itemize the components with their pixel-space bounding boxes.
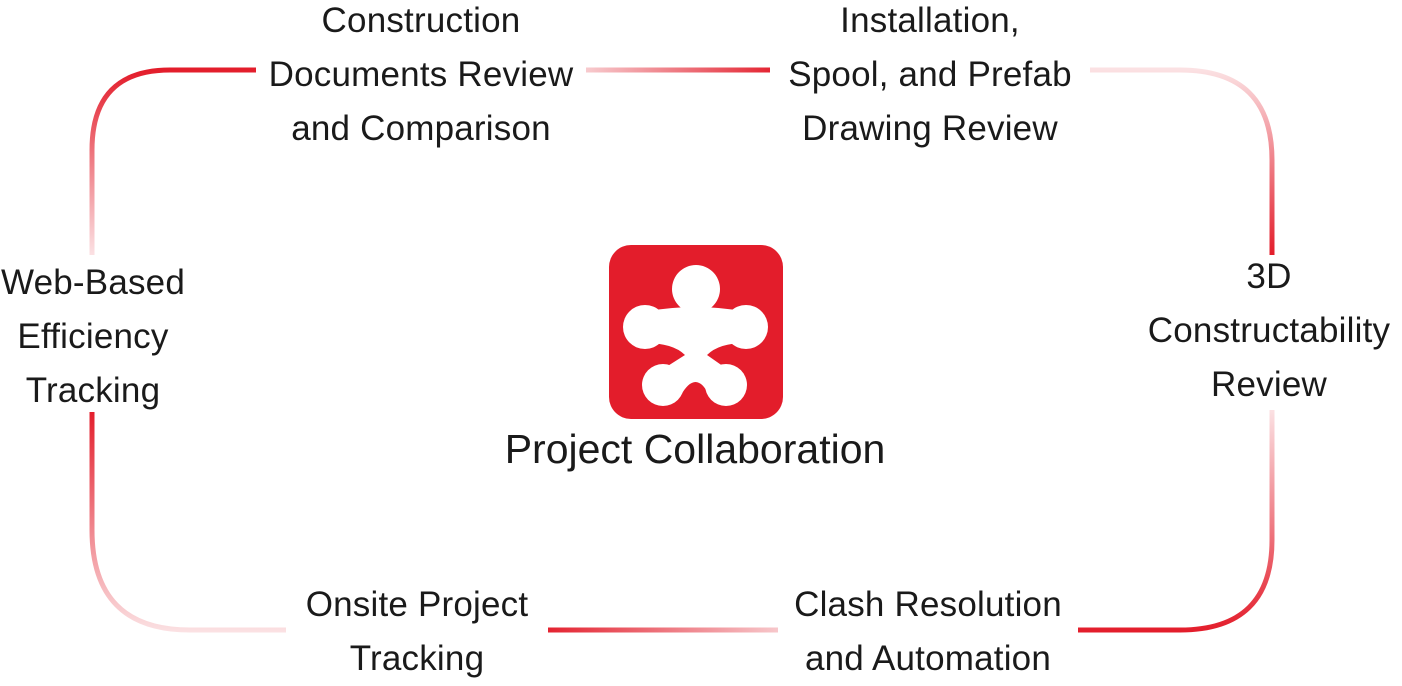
node-line: Drawing Review xyxy=(802,109,1058,148)
node-clash-resolution: Clash Resolution and Automation xyxy=(778,578,1078,686)
node-onsite-project-tracking: Onsite Project Tracking xyxy=(286,578,548,686)
node-construction-documents-review: Construction Documents Review and Compar… xyxy=(256,0,586,156)
node-line: Spool, and Prefab xyxy=(788,55,1072,94)
node-line: Constructability xyxy=(1147,311,1391,350)
center-title: Project Collaboration xyxy=(504,426,886,472)
node-line: Construction xyxy=(321,1,521,40)
node-line: Clash Resolution xyxy=(794,585,1062,624)
node-web-based-efficiency-tracking: Web-Based Efficiency Tracking xyxy=(0,256,186,418)
node-line: Onsite Project xyxy=(305,585,529,624)
node-installation-drawing-review: Installation, Spool, and Prefab Drawing … xyxy=(770,0,1090,156)
node-line: Installation, xyxy=(840,1,1020,40)
connector-top-left xyxy=(89,67,258,255)
node-line: and Automation xyxy=(804,639,1052,678)
node-line: Tracking xyxy=(25,371,161,410)
connector-bottom-right xyxy=(1078,410,1275,633)
project-collaboration-logo-icon xyxy=(609,245,783,419)
node-line: Review xyxy=(1211,365,1327,404)
node-line: and Comparison xyxy=(291,109,551,148)
node-line: Tracking xyxy=(349,639,485,678)
connector-top-right xyxy=(1088,67,1275,255)
node-line: 3D xyxy=(1246,257,1292,296)
node-line: Efficiency xyxy=(17,317,169,356)
node-line: Web-Based xyxy=(0,263,186,302)
node-3d-constructability-review: 3D Constructability Review xyxy=(1136,250,1402,412)
connector-bottom-left xyxy=(89,412,288,633)
node-line: Documents Review xyxy=(268,55,574,94)
